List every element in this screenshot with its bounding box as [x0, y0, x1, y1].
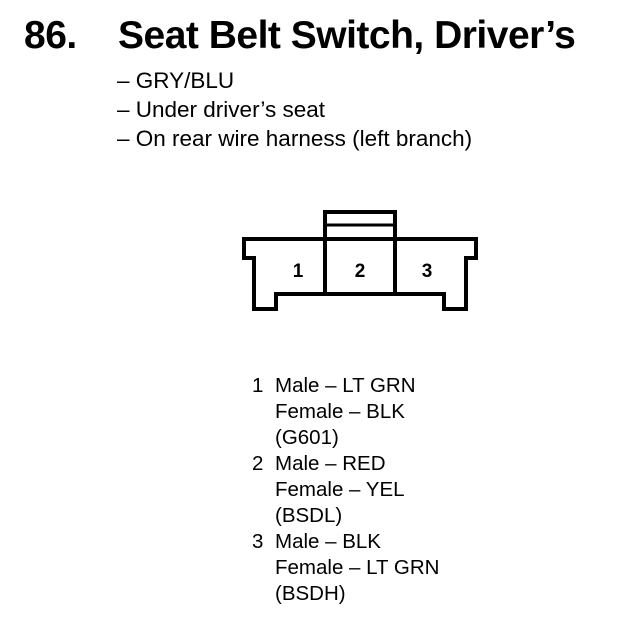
pin-female-wire: Female – BLK: [275, 400, 405, 423]
pin-male-wire: Male – BLK: [275, 530, 381, 553]
cavity-label-1: 1: [293, 261, 304, 282]
cavity-label-3: 3: [422, 261, 433, 282]
component-number: 86.: [24, 14, 77, 57]
cavity-label-2: 2: [355, 261, 366, 282]
pin-circuit: (BSDH): [275, 582, 346, 605]
connector-diagram: 1 2 3: [242, 210, 478, 311]
pin-list: 1 Male – LT GRN Female – BLK (G601) 2 Ma…: [252, 373, 439, 607]
pin-circuit: (BSDL): [275, 504, 343, 527]
pin-number: 2: [252, 452, 264, 475]
wire-color: – GRY/BLU: [117, 68, 235, 93]
harness: – On rear wire harness (left branch): [117, 126, 473, 151]
component-name: Seat Belt Switch, Driver’s: [118, 14, 576, 57]
pin-number: 1: [252, 374, 264, 397]
pin-circuit: (G601): [275, 426, 339, 449]
pin-female-wire: Female – LT GRN: [275, 556, 440, 579]
pin-male-wire: Male – RED: [275, 452, 386, 475]
pin-entry: 3 Male – BLK Female – LT GRN (BSDH): [252, 529, 439, 607]
pin-male-wire: Male – LT GRN: [275, 374, 416, 397]
component-info: – GRY/BLU – Under driver’s seat – On rea…: [117, 66, 472, 153]
connector-latch: [323, 210, 397, 241]
pin-entry: 1 Male – LT GRN Female – BLK (G601): [252, 373, 439, 451]
pin-entry: 2 Male – RED Female – YEL (BSDL): [252, 451, 439, 529]
location: – Under driver’s seat: [117, 97, 326, 122]
connector-housing: [242, 237, 478, 311]
pin-number: 3: [252, 530, 264, 553]
pin-female-wire: Female – YEL: [275, 478, 405, 501]
